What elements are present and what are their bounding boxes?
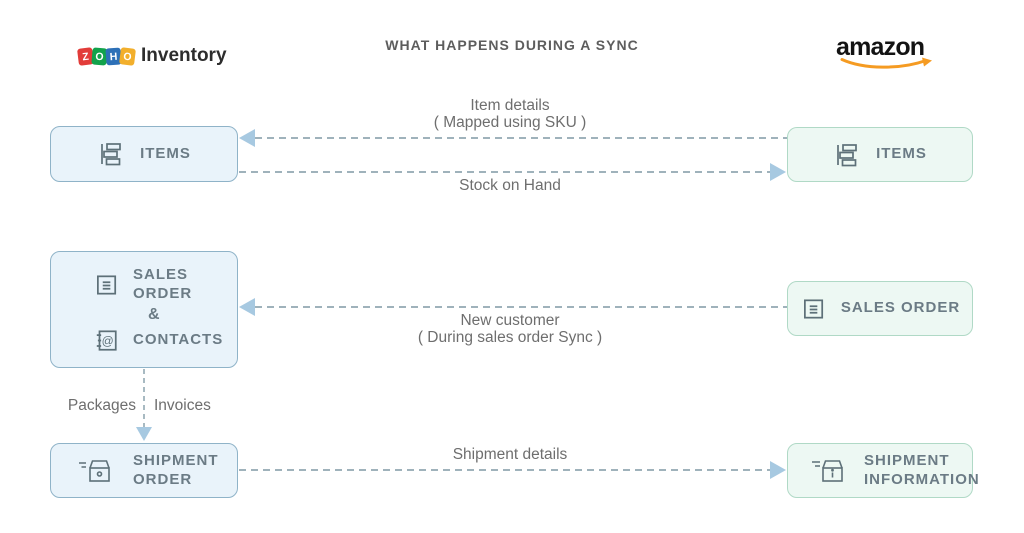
amazon-smile-icon <box>840 57 932 69</box>
sales-order-icon <box>93 272 119 298</box>
item-details-label-line2: ( Mapped using SKU ) <box>433 114 587 131</box>
items-icon <box>833 141 861 169</box>
stock-on-hand-label: Stock on Hand <box>380 177 640 194</box>
contacts-label: CONTACTS <box>133 330 224 348</box>
shipment-box-icon <box>77 455 119 487</box>
sales-order-icon <box>800 296 826 322</box>
amazon-items-box: ITEMS <box>787 127 973 182</box>
amazon-shipment-information-label: SHIPMENT INFORMATION <box>864 451 980 488</box>
amazon-sales-order-box: SALES ORDER <box>787 281 973 336</box>
amazon-sales-order-label: SALES ORDER <box>840 299 961 317</box>
new-customer-label-line2: ( During sales order Sync ) <box>417 329 603 346</box>
contacts-icon: @ <box>93 327 119 353</box>
zoho-shipment-order-box: SHIPMENT ORDER <box>50 443 238 498</box>
shipment-details-label: Shipment details <box>380 446 640 463</box>
zoho-inventory-logo: Z O H O Inventory <box>77 45 227 67</box>
item-details-arrowhead-left <box>239 129 255 147</box>
amazon-items-label: ITEMS <box>876 145 927 163</box>
zoho-product-name: Inventory <box>141 45 227 66</box>
sales-order-label: SALES ORDER <box>133 265 193 302</box>
item-details-label-line1: Item details <box>470 97 550 114</box>
items-icon <box>97 140 125 168</box>
shipment-details-arrowhead-right <box>770 461 786 479</box>
contacts-row: @ CONTACTS <box>93 327 223 353</box>
amazon-wordmark: amazon <box>836 33 925 61</box>
zoho-items-box: ITEMS <box>50 126 238 182</box>
shipment-info-icon <box>810 455 852 487</box>
stock-on-hand-label-line1: Stock on Hand <box>459 177 561 194</box>
packages-label: Packages <box>67 397 136 414</box>
sales-order-row: SALES ORDER <box>93 266 237 304</box>
page-title: WHAT HAPPENS DURING A SYNC <box>385 37 639 53</box>
new-customer-arrowhead-left <box>239 298 255 316</box>
item-details-label: Item details ( Mapped using SKU ) <box>380 97 640 131</box>
amazon-shipment-information-box: SHIPMENT INFORMATION <box>787 443 979 498</box>
invoices-label: Invoices <box>154 397 211 414</box>
new-customer-label-line1: New customer <box>460 312 560 329</box>
zoho-shipment-order-label: SHIPMENT ORDER <box>133 451 219 488</box>
shipment-details-label-line1: Shipment details <box>452 446 568 463</box>
svg-text:@: @ <box>102 334 114 348</box>
zoho-tile-o2: O <box>119 46 136 66</box>
packages-invoices-arrowhead-down <box>136 427 152 441</box>
zoho-sales-contacts-box: SALES ORDER & @ CONTACTS <box>50 251 238 368</box>
stock-on-hand-arrowhead-right <box>770 163 786 181</box>
amazon-logo: amazon <box>836 35 946 71</box>
ampersand-label: & <box>148 306 160 324</box>
zoho-items-label: ITEMS <box>140 144 191 162</box>
new-customer-label: New customer ( During sales order Sync ) <box>370 312 650 346</box>
